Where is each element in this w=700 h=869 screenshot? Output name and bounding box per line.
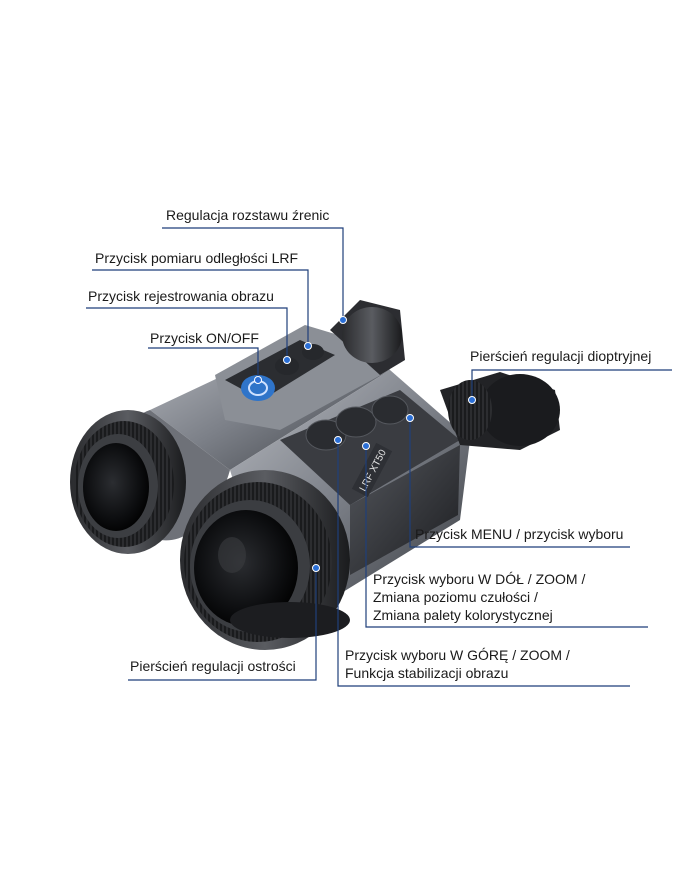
callout-down-button: Przycisk wyboru W DÓŁ / ZOOM / Zmiana po… xyxy=(373,570,643,624)
leader-dots xyxy=(254,316,476,572)
eyepieces xyxy=(330,300,560,450)
menu-button-shape xyxy=(371,395,409,425)
base-plate xyxy=(230,602,350,638)
leader-pupil xyxy=(162,227,344,318)
leader-diopter xyxy=(471,369,672,398)
down-line-1: Przycisk wyboru W DÓŁ / ZOOM / xyxy=(373,571,586,587)
power-button-shape xyxy=(241,375,275,401)
leader-power xyxy=(148,347,259,378)
callout-power-button: Przycisk ON/OFF xyxy=(150,330,259,346)
callout-menu-button: Przycisk MENU / przycisk wyboru xyxy=(415,526,624,542)
leader-menu xyxy=(409,416,630,548)
callout-lrf-button: Przycisk pomiaru odległości LRF xyxy=(95,250,299,266)
leader-lines xyxy=(86,227,672,687)
down-line-3: Zmiana palety kolorystycznej xyxy=(373,607,553,623)
up-line-2: Funkcja stabilizacji obrazu xyxy=(345,665,509,681)
down-button-shape xyxy=(335,406,377,438)
callout-record-button: Przycisk rejestrowania obrazu xyxy=(88,288,274,304)
leader-record xyxy=(86,307,288,358)
leader-down xyxy=(365,444,648,628)
callout-pupil-distance: Regulacja rozstawu źrenic xyxy=(166,207,330,223)
record-button-shape xyxy=(275,357,299,375)
callout-focus-ring: Pierścień regulacji ostrości xyxy=(130,658,296,674)
up-line-1: Przycisk wyboru W GÓRĘ / ZOOM / xyxy=(345,647,570,663)
callout-diopter-ring: Pierścień regulacji dioptryjnej xyxy=(470,348,652,364)
callout-up-button: Przycisk wyboru W GÓRĘ / ZOOM / Funkcja … xyxy=(345,646,615,682)
leader-focus xyxy=(128,570,317,681)
leader-lrf xyxy=(92,269,309,345)
down-line-2: Zmiana poziomu czułości / xyxy=(373,589,538,605)
leader-up xyxy=(337,440,630,687)
